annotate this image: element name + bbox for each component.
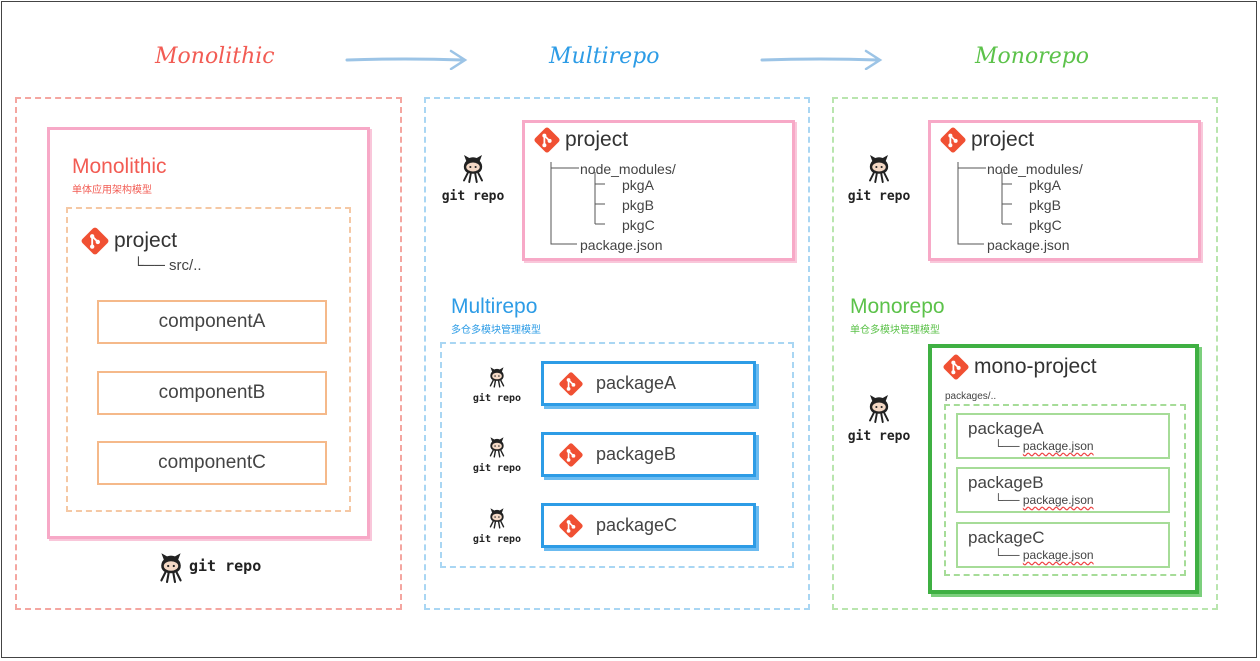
section-subtitle: 单仓多模块管理模型 [850,325,940,336]
package-item: packageC └── package.json [956,522,1170,568]
project-repo-box [928,120,1201,261]
multirepo-packages-area [440,342,794,568]
src-line: └── src/.. [133,257,202,274]
tree-pkg: pkgB [622,197,654,213]
package-name: packageB [968,473,1044,492]
tree-pkg: pkgC [622,217,655,233]
section-subtitle: 多仓多模块管理模型 [451,325,541,336]
tree-node-modules: node_modules/ [580,161,676,177]
package-json-file: package.json [1022,493,1094,507]
git-repo-text: git repo [472,534,522,545]
monolithic-section-heading: Monolithic 单体应用架构模型 [72,155,167,196]
project-header: project [939,126,1034,154]
arrow-right-icon [345,49,468,70]
octocat-icon [864,150,894,184]
section-subtitle: 单体应用架构模型 [72,185,152,196]
section-title: Monolithic [72,155,167,178]
monorepo-panel [832,97,1218,610]
header-monolithic: Monolithic [155,44,275,69]
package-json-line: └── package.json [994,493,1094,507]
git-repo-text: git repo [441,189,505,204]
package-name: packageB [596,444,677,464]
octocat-icon [486,434,508,458]
multirepo-panel [424,97,810,610]
header-multirepo: Multirepo [549,44,660,69]
package-json-line: └── package.json [994,439,1094,453]
git-repo-label: git repo [440,150,506,204]
git-repo-label: git repo [472,434,522,474]
section-title: Multirepo [451,295,538,318]
project-name: mono-project [974,355,1097,378]
project-header: project [80,226,177,256]
component-box: componentB [97,371,327,415]
project-name: project [971,128,1035,151]
git-logo-icon [939,126,967,154]
project-name: project [565,128,629,151]
git-repo-label: git repo [472,505,522,545]
octocat-icon [486,505,508,529]
git-repo-text: git repo [847,189,911,204]
git-repo-text: git repo [189,557,262,575]
package-repo-box: packageC [541,503,756,548]
project-repo-box [522,120,795,261]
packages-dir-label: packages/.. [945,391,997,402]
tree-pkg: pkgC [1029,217,1062,233]
monolithic-repo-box [47,127,370,539]
tree-lines [550,162,605,245]
tree-pkg: pkgB [1029,197,1061,213]
git-repo-label: git repo [155,548,261,584]
git-logo-icon [558,442,584,468]
monorepo-section-heading: Monorepo 单仓多模块管理模型 [850,295,945,336]
mono-project-box [928,344,1199,594]
git-repo-label: git repo [846,390,912,444]
section-title: Monorepo [850,295,945,318]
component-box: componentC [97,441,327,485]
octocat-icon [458,150,488,184]
project-header: mono-project [942,353,1097,381]
package-item: packageB └── package.json [956,467,1170,513]
package-name: packageA [596,373,677,393]
package-item: packageA └── package.json [956,413,1170,459]
octocat-icon [864,390,894,424]
tree-pkg: pkgA [622,177,654,193]
octocat-icon [155,548,187,584]
header-monorepo: Monorepo [975,44,1090,69]
git-repo-text: git repo [472,463,522,474]
git-logo-icon [558,513,584,539]
project-header: project [533,126,628,154]
git-repo-text: git repo [472,393,522,404]
tree-package-json: package.json [580,237,663,253]
package-name: packageA [968,419,1044,438]
package-repo-box: packageA [541,361,756,406]
git-logo-icon [942,353,970,381]
package-json-file: package.json [1022,548,1094,562]
git-repo-text: git repo [847,429,911,444]
git-logo-icon [80,226,110,256]
monolithic-project-box [66,207,351,512]
package-repo-box: packageB [541,432,756,477]
tree-node-modules: node_modules/ [987,161,1083,177]
git-repo-label: git repo [846,150,912,204]
tree-pkg: pkgA [1029,177,1061,193]
package-json-file: package.json [1022,439,1094,453]
component-box: componentA [97,300,327,344]
project-name: project [114,229,178,252]
tree-package-json: package.json [987,237,1070,253]
package-json-line: └── package.json [994,548,1094,562]
git-logo-icon [558,371,584,397]
tree-lines [957,162,1012,245]
monolithic-panel [15,97,402,610]
multirepo-section-heading: Multirepo 多仓多模块管理模型 [451,295,541,336]
arrow-right-icon [760,49,883,70]
octocat-icon [486,364,508,388]
git-repo-label: git repo [472,364,522,404]
package-name: packageC [968,528,1045,547]
package-name: packageC [596,515,678,535]
git-logo-icon [533,126,561,154]
packages-dir-box [944,404,1186,576]
